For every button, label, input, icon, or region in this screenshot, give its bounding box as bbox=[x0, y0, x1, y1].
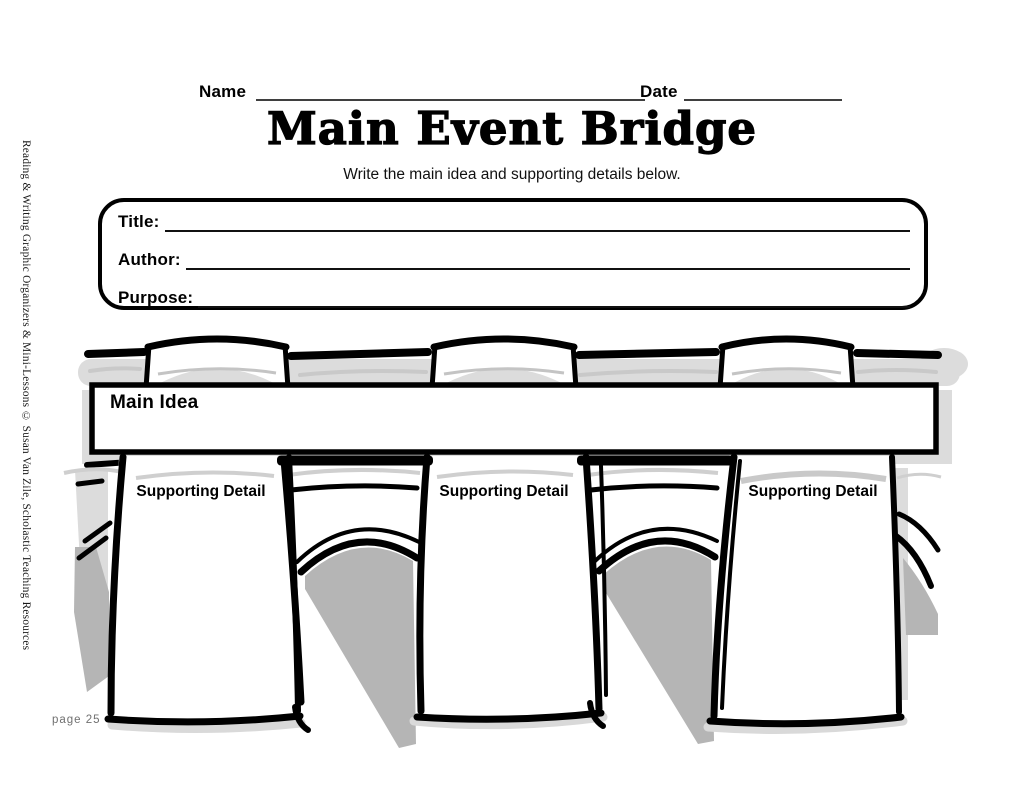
supporting-detail-label-1: Supporting Detail bbox=[136, 483, 266, 500]
purpose-label: Purpose: bbox=[118, 288, 194, 307]
supporting-detail-label-3: Supporting Detail bbox=[748, 483, 878, 500]
deck-bars bbox=[277, 455, 733, 466]
left-abutment bbox=[63, 459, 132, 692]
title-label: Title: bbox=[118, 212, 160, 231]
book-info-box: Title: Author: Purpose: bbox=[98, 198, 928, 310]
pillar-3 bbox=[703, 453, 908, 734]
title-row: Title: bbox=[118, 208, 910, 232]
page-subtitle: Write the main idea and supporting detai… bbox=[343, 166, 681, 183]
supporting-detail-write-area-2[interactable] bbox=[425, 505, 593, 710]
name-label: Name bbox=[199, 82, 247, 101]
name-field-line[interactable] bbox=[256, 82, 645, 101]
pillar-1 bbox=[104, 453, 306, 734]
railing-bars bbox=[84, 348, 942, 360]
main-idea-bar bbox=[89, 382, 939, 455]
pillar-caps bbox=[143, 335, 856, 389]
main-idea-label: Main Idea bbox=[110, 392, 199, 413]
arch-1 bbox=[287, 467, 421, 748]
arch-2 bbox=[587, 467, 720, 744]
author-field-line[interactable] bbox=[185, 244, 910, 270]
supporting-detail-write-area-1[interactable] bbox=[118, 505, 290, 710]
supporting-detail-label-2: Supporting Detail bbox=[439, 483, 569, 500]
pillar-2 bbox=[409, 453, 608, 730]
title-field-line[interactable] bbox=[164, 206, 910, 232]
author-label: Author: bbox=[118, 250, 181, 269]
author-row: Author: bbox=[118, 246, 910, 270]
purpose-row: Purpose: bbox=[118, 284, 910, 308]
date-label: Date bbox=[640, 82, 678, 101]
purpose-field-line[interactable] bbox=[198, 282, 910, 308]
page-title: Main Event Bridge bbox=[266, 101, 758, 155]
supporting-detail-write-area-3[interactable] bbox=[718, 505, 893, 710]
date-field-line[interactable] bbox=[684, 82, 842, 101]
arch-supports bbox=[280, 456, 608, 733]
main-idea-write-area[interactable] bbox=[95, 388, 933, 450]
copyright-sidebar: Reading & Writing Graphic Organizers & M… bbox=[20, 140, 32, 651]
page-number: page 25 bbox=[52, 714, 101, 726]
